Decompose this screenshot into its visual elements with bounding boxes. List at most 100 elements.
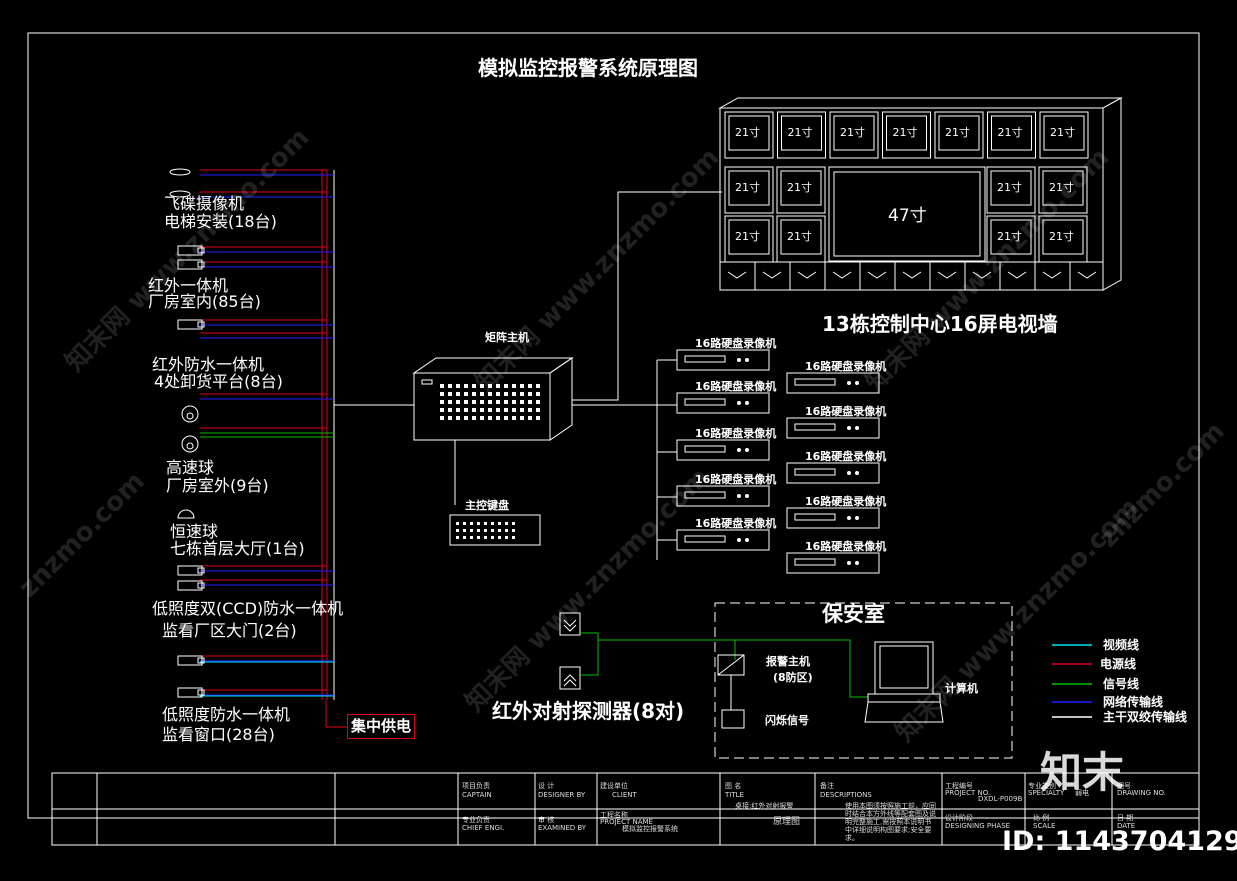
keyboard-key [456,522,459,525]
monitor [776,215,826,263]
dvr-label: 16路硬盘录像机 [695,473,777,486]
dvr-slot [684,445,726,453]
strobe-label: 闪烁信号 [765,714,809,727]
constant-dome-icon [177,509,195,519]
tv-base-mark [1007,271,1027,279]
big-screen [833,171,981,257]
dvr-button [847,471,851,475]
drawing-frame [27,32,1200,819]
keyboard-key [491,529,494,532]
detector-label: 红外对射探测器(8对) [492,699,685,723]
legend-trunk: 主干双绞传输线 [1103,710,1188,724]
tb-designer: 设 计 [538,782,555,790]
tb-chief-en: CHIEF ENGI. [462,824,505,832]
monitor-screen [833,115,875,151]
power-supply-box: 集中供电 [347,714,416,739]
dvr-slot [794,378,836,386]
keyboard-icon [449,514,541,546]
dvr-label: 16路硬盘录像机 [695,337,777,350]
device-detail: 监看窗口(28台) [162,725,275,744]
matrix-port [472,400,476,404]
dvr-unit [676,349,770,371]
keyboard-key [505,522,508,525]
camera-lens-icon [197,261,205,268]
legend-network: 网络传输线 [1103,695,1164,709]
matrix-port [480,408,484,412]
box-camera-icon [177,655,203,666]
monitor-screen [991,115,1032,151]
keyboard-key [463,529,466,532]
tb-captain-en: CAPTAIN [462,791,492,799]
matrix-port [448,416,452,420]
tv-wall-caption: 13栋控制中心16屏电视墙 [822,312,1058,336]
device-name: 红外一体机 [148,276,229,295]
matrix-port [528,416,532,420]
matrix-port [480,392,484,396]
keyboard-label: 主控键盘 [465,499,509,512]
camera-lens-icon [197,567,205,574]
matrix-port [496,384,500,388]
camera-icons [169,168,205,698]
monitor-screen [1042,219,1084,255]
dvr-label: 16路硬盘录像机 [805,450,887,463]
tv-base-mark [727,271,747,279]
device-detail: 电梯安装(18台) [164,212,277,231]
tv-base-mark [832,271,852,279]
camera-lens-icon [197,321,205,328]
device-name: 红外防水一体机 [152,355,265,374]
keyboard-key [484,522,487,525]
matrix-port [504,408,508,412]
keyboard-key [477,529,480,532]
tb-examined: 审 核 [538,816,555,824]
tb-project-no-en: PROJECT NO. [945,789,991,797]
matrix-port [496,400,500,404]
monitor-label: 21寸 [997,181,1022,194]
monitor [987,111,1036,159]
tv-base-mark [797,271,817,279]
monitor [724,111,774,159]
matrix-port [512,392,516,396]
speed-dome-icon [181,435,199,453]
keyboard-key [505,529,508,532]
tb-project-name: 工程名称 [600,811,628,819]
matrix-port [504,384,508,388]
dvr-button [855,471,859,475]
monitor-screen [781,115,822,151]
matrix-port [512,384,516,388]
matrix-port [448,408,452,412]
matrix-port [512,400,516,404]
monitor-screen [728,219,770,255]
monitor [986,215,1036,263]
monitor [882,111,931,159]
device-detail: 七栋首层大厅(1台) [170,539,305,558]
matrix-port [456,392,460,396]
monitor-screen [1043,115,1085,151]
matrix-port [440,384,444,388]
matrix-port [488,416,492,420]
monitor [777,111,826,159]
matrix-port [488,408,492,412]
monitor-screen [780,219,822,255]
device-name: 低照度防水一体机 [162,705,291,724]
dvr-button [745,538,749,542]
dvr-slot [794,468,836,476]
dvr-button [745,401,749,405]
dvr-slot [684,398,726,406]
brand-logo: 知末 [1040,748,1125,797]
tv-base-mark [902,271,922,279]
monitor [776,166,826,214]
matrix-port [536,416,540,420]
dvr-button [847,561,851,565]
matrix-port [472,416,476,420]
box-camera-icon [177,245,203,256]
device-detail: 厂房室内(85台) [148,292,261,311]
tv-base-mark [1077,271,1097,279]
dvr-button [745,494,749,498]
keyboard-key [498,529,501,532]
camera-lens-icon [197,689,205,696]
dvr-label: 16路硬盘录像机 [805,360,887,373]
tb-scale: 比 例 [1033,814,1050,822]
tv-base-mark [937,271,957,279]
camera-lens-icon [197,657,205,664]
device-name: 恒速球 [170,522,219,541]
